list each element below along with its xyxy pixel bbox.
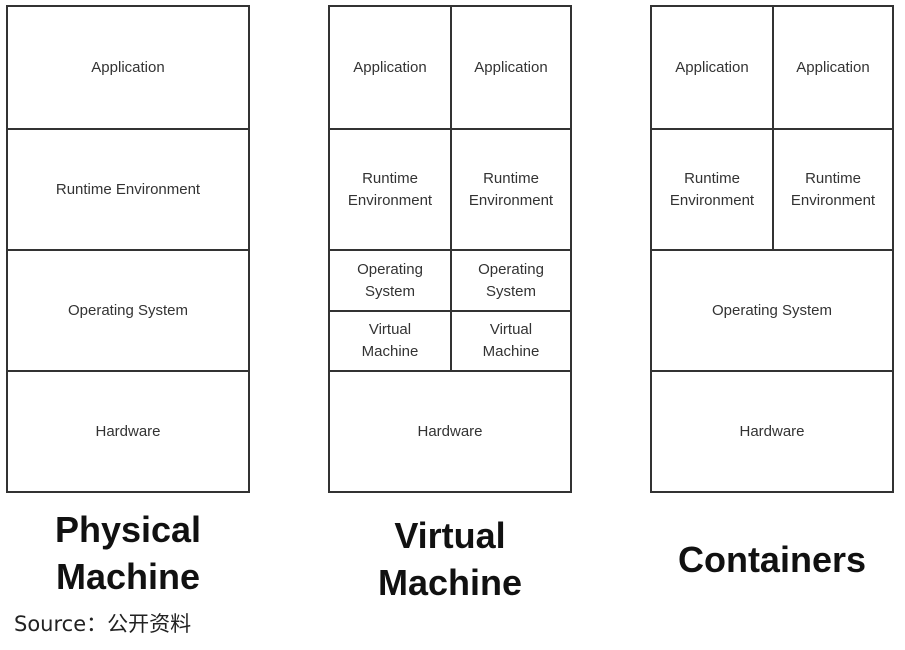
virtual-application-left: Application [353, 58, 427, 76]
physical-os-layer: Operating System [8, 249, 248, 370]
physical-hardware-layer: Hardware [8, 370, 248, 491]
physical-machine-caption: Physical Machine [54, 509, 202, 597]
containers-application-right: Application [772, 7, 892, 128]
containers-os-layer: Operating System [652, 249, 892, 370]
containers-application-left: Application [675, 58, 749, 76]
virtual-machine-caption: Virtual Machine [377, 515, 523, 603]
containers-runtime-right: Runtime Environment [772, 128, 892, 249]
virtual-runtime-left: Runtime Environment [330, 128, 450, 249]
virtual-os-right: Operating System [450, 249, 570, 310]
virtual-os-left: Operating System [330, 249, 450, 310]
containers-caption: Containers [677, 539, 867, 580]
physical-application-layer: Application [91, 58, 165, 76]
containers-stack: Application Application Runtime Environm… [650, 5, 894, 493]
virtual-hardware-layer: Hardware [330, 370, 570, 491]
containers-runtime-left: Runtime Environment [652, 128, 772, 249]
virtual-application-right: Application [450, 7, 570, 128]
physical-machine-stack: Application Runtime Environment Operatin… [6, 5, 250, 493]
containers-hardware-layer: Hardware [652, 370, 892, 491]
physical-runtime-layer: Runtime Environment [8, 128, 248, 249]
virtual-machine-stack: Application Application Runtime Environm… [328, 5, 572, 493]
virtual-vm-left: Virtual Machine [330, 310, 450, 370]
virtual-vm-right: Virtual Machine [450, 310, 570, 370]
source-note: Source：公开资料 [14, 612, 192, 636]
virtual-runtime-right: Runtime Environment [450, 128, 570, 249]
